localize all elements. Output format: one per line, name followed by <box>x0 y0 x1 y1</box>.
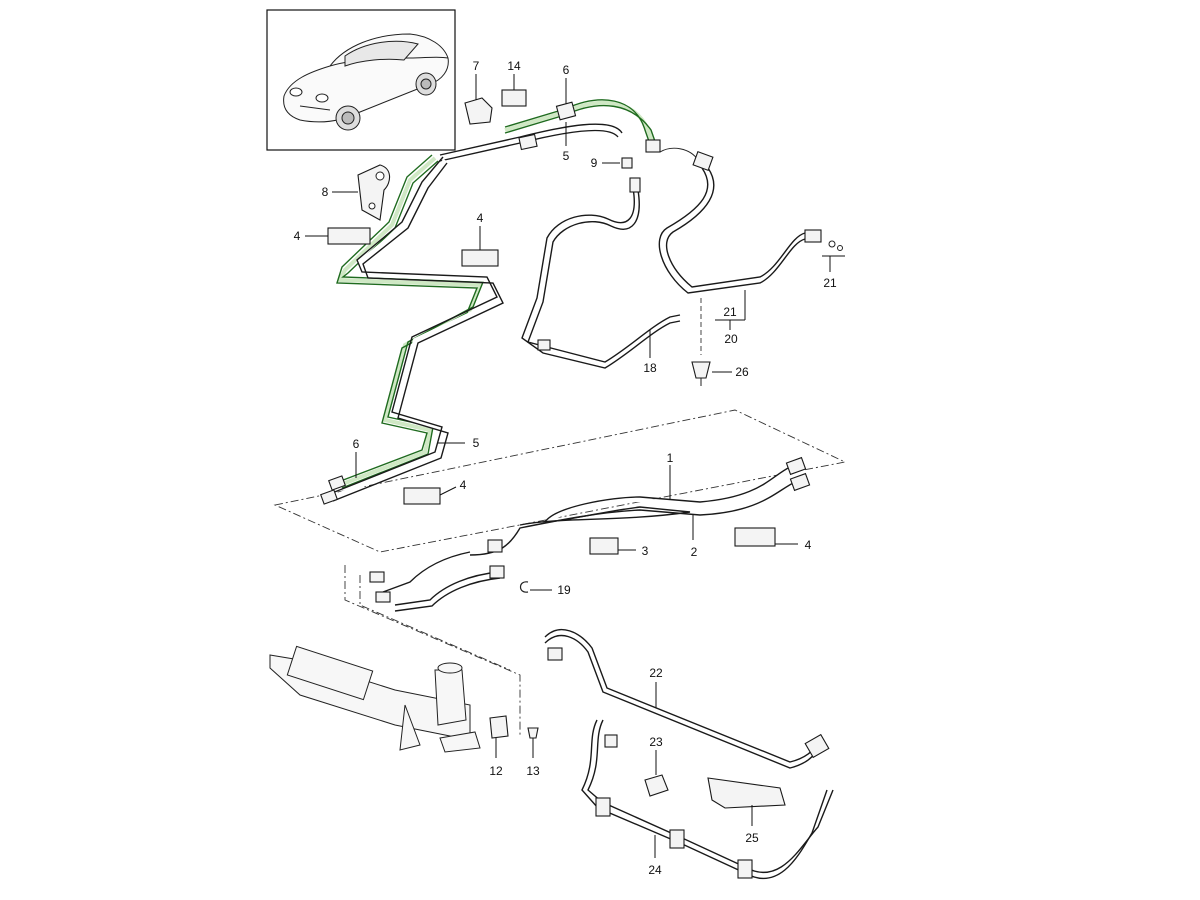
callout-4-c: 4 <box>439 478 467 496</box>
clip-26 <box>691 361 711 386</box>
car-illustration <box>283 33 449 131</box>
callout-label: 4 <box>460 478 467 492</box>
callout-6-upper: 6 <box>563 63 570 104</box>
callout-label: 14 <box>507 59 521 73</box>
callout-6-lower: 6 <box>353 437 360 478</box>
bracket-7 <box>464 97 493 125</box>
callout-25: 25 <box>745 805 759 845</box>
callout-label: 4 <box>477 211 484 225</box>
callout-7: 7 <box>473 59 480 100</box>
holder-4-d <box>734 527 776 547</box>
callout-label: 5 <box>563 149 570 163</box>
callout-label: 6 <box>563 63 570 77</box>
callout-5-upper: 5 <box>563 122 570 163</box>
callout-label: 1 <box>667 451 674 465</box>
callout-label: 6 <box>353 437 360 451</box>
heat-shield-25 <box>707 777 786 809</box>
callout-label: 2 <box>691 545 698 559</box>
callout-label: 20 <box>724 332 738 346</box>
callout-label: 5 <box>473 436 480 450</box>
callout-label: 19 <box>557 583 571 597</box>
callout-24: 24 <box>648 835 662 877</box>
callout-label: 23 <box>649 735 663 749</box>
clamp-14 <box>501 89 527 107</box>
hose-24 <box>581 719 834 880</box>
holder-4-c <box>403 487 441 505</box>
callout-14: 14 <box>507 59 521 90</box>
vehicle-thumbnail <box>266 9 456 151</box>
callout-label: 22 <box>649 666 663 680</box>
callout-12: 12 <box>489 738 503 778</box>
bolt-13 <box>527 727 539 739</box>
bracket-8 <box>357 164 391 221</box>
fitting-9 <box>621 157 633 169</box>
callout-22: 22 <box>649 666 663 708</box>
callout-label: 4 <box>805 538 812 552</box>
callout-21-center: 21 <box>715 290 746 330</box>
hose-21 <box>658 147 843 294</box>
assembly-boundary-lower <box>344 565 521 735</box>
holder-4-b <box>461 249 499 267</box>
holder-4-a <box>327 227 371 245</box>
callout-4-d: 4 <box>775 538 812 552</box>
callout-9: 9 <box>591 156 620 170</box>
callout-label: 21 <box>723 305 737 319</box>
callout-label: 25 <box>745 831 759 845</box>
callout-19: 19 <box>530 583 571 597</box>
callout-26: 26 <box>712 365 749 379</box>
callout-21-right: 21 <box>822 255 845 290</box>
hose-22 <box>543 628 830 769</box>
callout-label: 26 <box>735 365 749 379</box>
callout-18: 18 <box>643 330 657 375</box>
callout-label: 24 <box>648 863 662 877</box>
callout-label: 12 <box>489 764 503 778</box>
callout-label: 7 <box>473 59 480 73</box>
clip-19 <box>519 581 529 593</box>
callout-label: 21 <box>823 276 837 290</box>
clip-23 <box>644 774 669 797</box>
callout-2: 2 <box>691 515 698 559</box>
callout-8: 8 <box>322 185 358 199</box>
callout-13: 13 <box>526 738 540 778</box>
callout-1: 1 <box>667 451 674 500</box>
highlighted-hose-6 <box>328 99 661 491</box>
hose-18 <box>521 177 681 369</box>
callout-label: 18 <box>643 361 657 375</box>
hose-5-upper <box>320 123 625 505</box>
steering-rack <box>269 645 481 753</box>
callout-label: 13 <box>526 764 540 778</box>
bracket-12 <box>489 715 509 739</box>
callout-label: 8 <box>322 185 329 199</box>
callout-4-a: 4 <box>294 229 328 243</box>
callout-label: 9 <box>591 156 598 170</box>
callout-5-lower: 5 <box>438 436 480 450</box>
callout-20: 20 <box>724 332 738 346</box>
callout-4-b: 4 <box>477 211 484 250</box>
callout-label: 3 <box>642 544 649 558</box>
callout-label: 4 <box>294 229 301 243</box>
callout-3: 3 <box>618 544 649 558</box>
holder-3 <box>589 537 619 555</box>
callout-23: 23 <box>649 735 663 775</box>
